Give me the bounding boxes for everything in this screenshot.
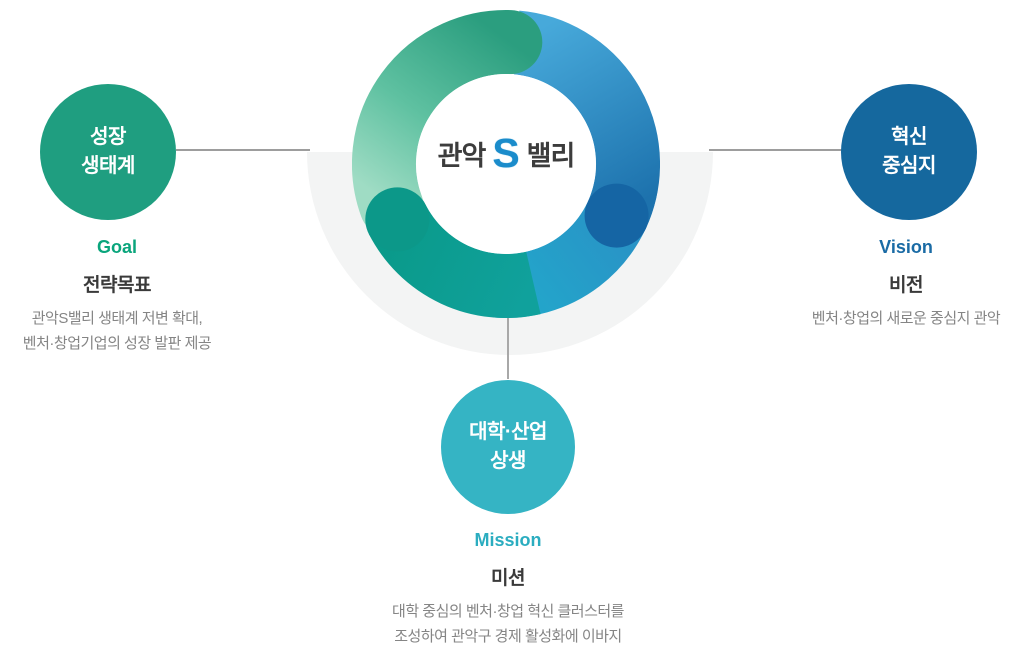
logo-s-icon: S (492, 129, 520, 176)
goal-label-en: Goal (96, 237, 137, 257)
mission-textblock: Mission 미션 대학 중심의 벤처·창업 혁신 클러스터를 조성하여 관악… (308, 530, 708, 645)
goal-circle-line2: 생태계 (81, 155, 135, 177)
vision-circle: 혁신 중심지 (841, 84, 977, 220)
goal-description: 관악S밸리 생태계 저변 확대, 벤처·창업기업의 성장 발판 제공 (0, 307, 242, 356)
vision-description: 벤처·창업의 새로운 중심지 관악 (781, 307, 1014, 332)
goal-description-line1: 관악S밸리 생태계 저변 확대, (31, 310, 203, 327)
vision-label-ko: 비전 (889, 275, 923, 296)
mission-label-ko: 미션 (491, 568, 525, 589)
mission-description-line1: 대학 중심의 벤처·창업 혁신 클러스터를 (392, 603, 624, 620)
mission-description: 대학 중심의 벤처·창업 혁신 클러스터를 조성하여 관악구 경제 활성화에 이… (308, 600, 708, 645)
goal-description-line2: 벤처·창업기업의 성장 발판 제공 (22, 334, 212, 352)
mission-description-line2: 조성하여 관악구 경제 활성화에 이바지 (394, 627, 622, 645)
logo-text-left: 관악 (437, 140, 487, 171)
vision-circle-line1: 혁신 (891, 126, 927, 148)
brand-logo: 관악 S 밸리 (352, 124, 660, 182)
mission-circle-line2: 상생 (490, 450, 526, 472)
mission-circle-line1: 대학·산업 (469, 421, 547, 443)
mission-label-en: Mission (474, 530, 542, 550)
vision-circle-line2: 중심지 (882, 155, 936, 177)
goal-label-ko: 전략목표 (83, 275, 151, 296)
connector-line-goal (176, 149, 310, 151)
mission-circle: 대학·산업 상생 (441, 380, 575, 514)
vision-label-en: Vision (879, 237, 933, 257)
goal-circle: 성장 생태계 (40, 84, 176, 220)
vision-description-line1: 벤처·창업의 새로운 중심지 관악 (811, 310, 1001, 327)
goal-textblock: Goal 전략목표 관악S밸리 생태계 저변 확대, 벤처·창업기업의 성장 발… (0, 237, 242, 356)
goal-circle-line1: 성장 (90, 126, 126, 148)
connector-line-mission (507, 317, 509, 379)
connector-line-vision (709, 149, 842, 151)
logo-text-right: 밸리 (526, 140, 576, 171)
vision-textblock: Vision 비전 벤처·창업의 새로운 중심지 관악 (781, 237, 1014, 332)
brand-ring-graphic (352, 10, 660, 318)
